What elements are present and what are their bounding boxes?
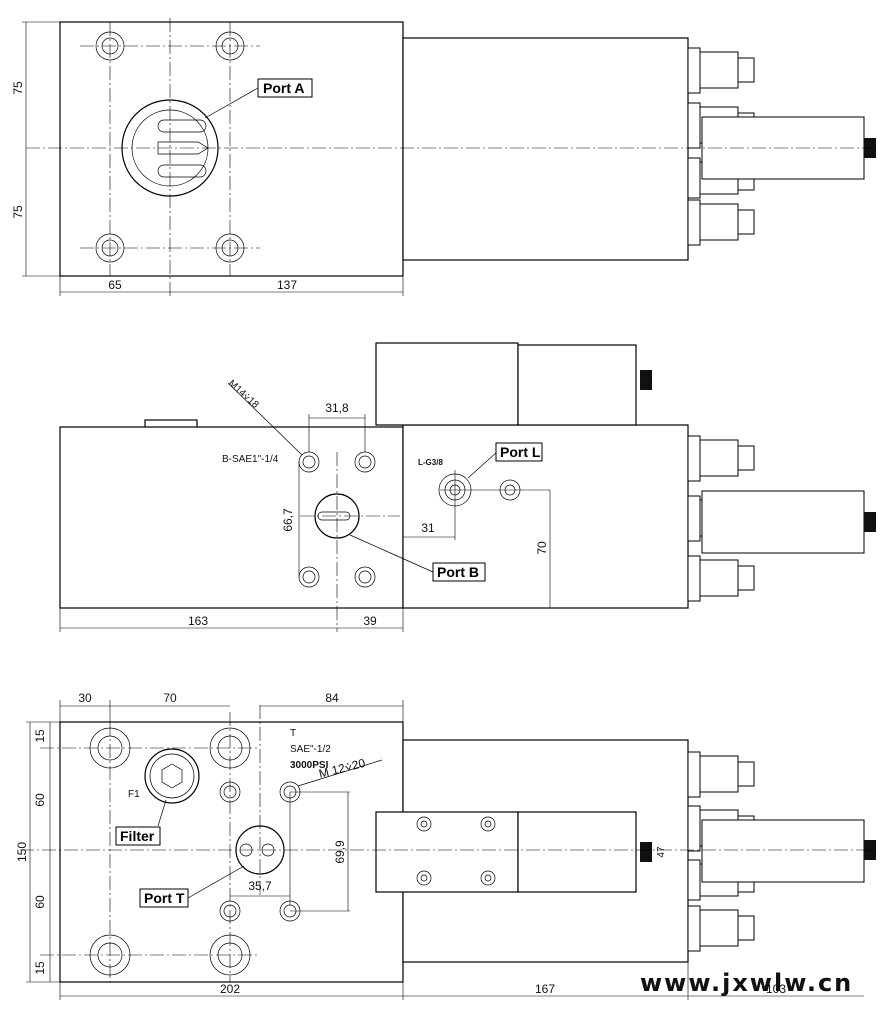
bottom-subplate-plug-icon [640, 842, 652, 862]
dim-60-top: 60 [33, 793, 47, 807]
port-l-label: Port L [500, 444, 541, 460]
dim-65: 65 [108, 278, 122, 292]
bottom-subplate-ext [517, 811, 637, 893]
sae-note-b: B-SAE1"-1/4 [222, 454, 279, 465]
dim-15-bottom: 15 [33, 961, 47, 975]
subplate-bolts [416, 816, 496, 886]
dim-137: 137 [277, 278, 297, 292]
side-main-block [59, 426, 404, 609]
bottom-plug-icon [864, 840, 876, 860]
lg-note: L-G3/8 [418, 458, 443, 467]
side-upper-plug-icon [640, 370, 652, 390]
bottom-subplate [375, 811, 519, 893]
dim-60-bottom: 60 [33, 895, 47, 909]
t-note: T [290, 728, 296, 739]
watermark: www.jxwlw.cn [640, 969, 853, 997]
dim-84: 84 [325, 691, 339, 705]
port-b-label: Port B [437, 564, 479, 580]
top-main-block [59, 21, 404, 277]
side-upper-coil [375, 342, 519, 426]
bottom-view: 30 70 84 15 60 150 60 15 69,9 35,7 47 20… [15, 691, 876, 1000]
dim-39: 39 [363, 614, 377, 628]
dim-69-9: 69,9 [333, 840, 347, 864]
dim-75-lower: 75 [11, 205, 25, 219]
thread-note-m14: M14⩒18 [226, 378, 261, 411]
bottom-main-block [59, 721, 404, 983]
top-connectors [687, 47, 876, 246]
port-b-pattern [298, 451, 400, 632]
dim-66-7: 66,7 [281, 508, 295, 532]
dim-150: 150 [15, 842, 29, 862]
f1-label: F1 [128, 789, 140, 800]
side-view: 31,8 66,7 31 70 163 39 M14⩒18 B-SAE1"-1/… [59, 342, 876, 632]
dim-15-top: 15 [33, 729, 47, 743]
dim-163: 163 [188, 614, 208, 628]
bottom-connectors [687, 751, 876, 952]
side-plug-icon [864, 512, 876, 532]
dim-75-upper: 75 [11, 81, 25, 95]
dim-35-7: 35,7 [248, 879, 272, 893]
port-t-label-box [139, 888, 189, 908]
filter-label-box [115, 826, 161, 846]
filter-plug [144, 748, 200, 804]
port-b-label-box [432, 562, 486, 582]
dim-30: 30 [78, 691, 92, 705]
dim-47: 47 [656, 846, 667, 858]
top-coil-body [402, 37, 689, 261]
port-l-pattern [438, 470, 550, 540]
dim-167: 167 [535, 982, 555, 996]
dim-31: 31 [421, 521, 435, 535]
port-a-label: Port A [263, 80, 304, 96]
filter-label: Filter [120, 828, 155, 844]
side-connectors [687, 435, 876, 602]
port-l-label-box [495, 442, 543, 462]
port-a-label-box [257, 78, 313, 98]
dim-202: 202 [220, 982, 240, 996]
port-t-label: Port T [144, 890, 185, 906]
dim-31-8: 31,8 [325, 401, 349, 415]
dim-70-top: 70 [163, 691, 177, 705]
side-upper-coil-ext [517, 344, 637, 426]
psi-note: 3000PSI [290, 760, 329, 771]
sae-note-t: SAE"-1/2 [290, 744, 331, 755]
top-view: Port A 75 75 65 137 [11, 18, 876, 296]
dim-103: 103 [766, 982, 786, 996]
dim-70-side: 70 [535, 541, 549, 555]
